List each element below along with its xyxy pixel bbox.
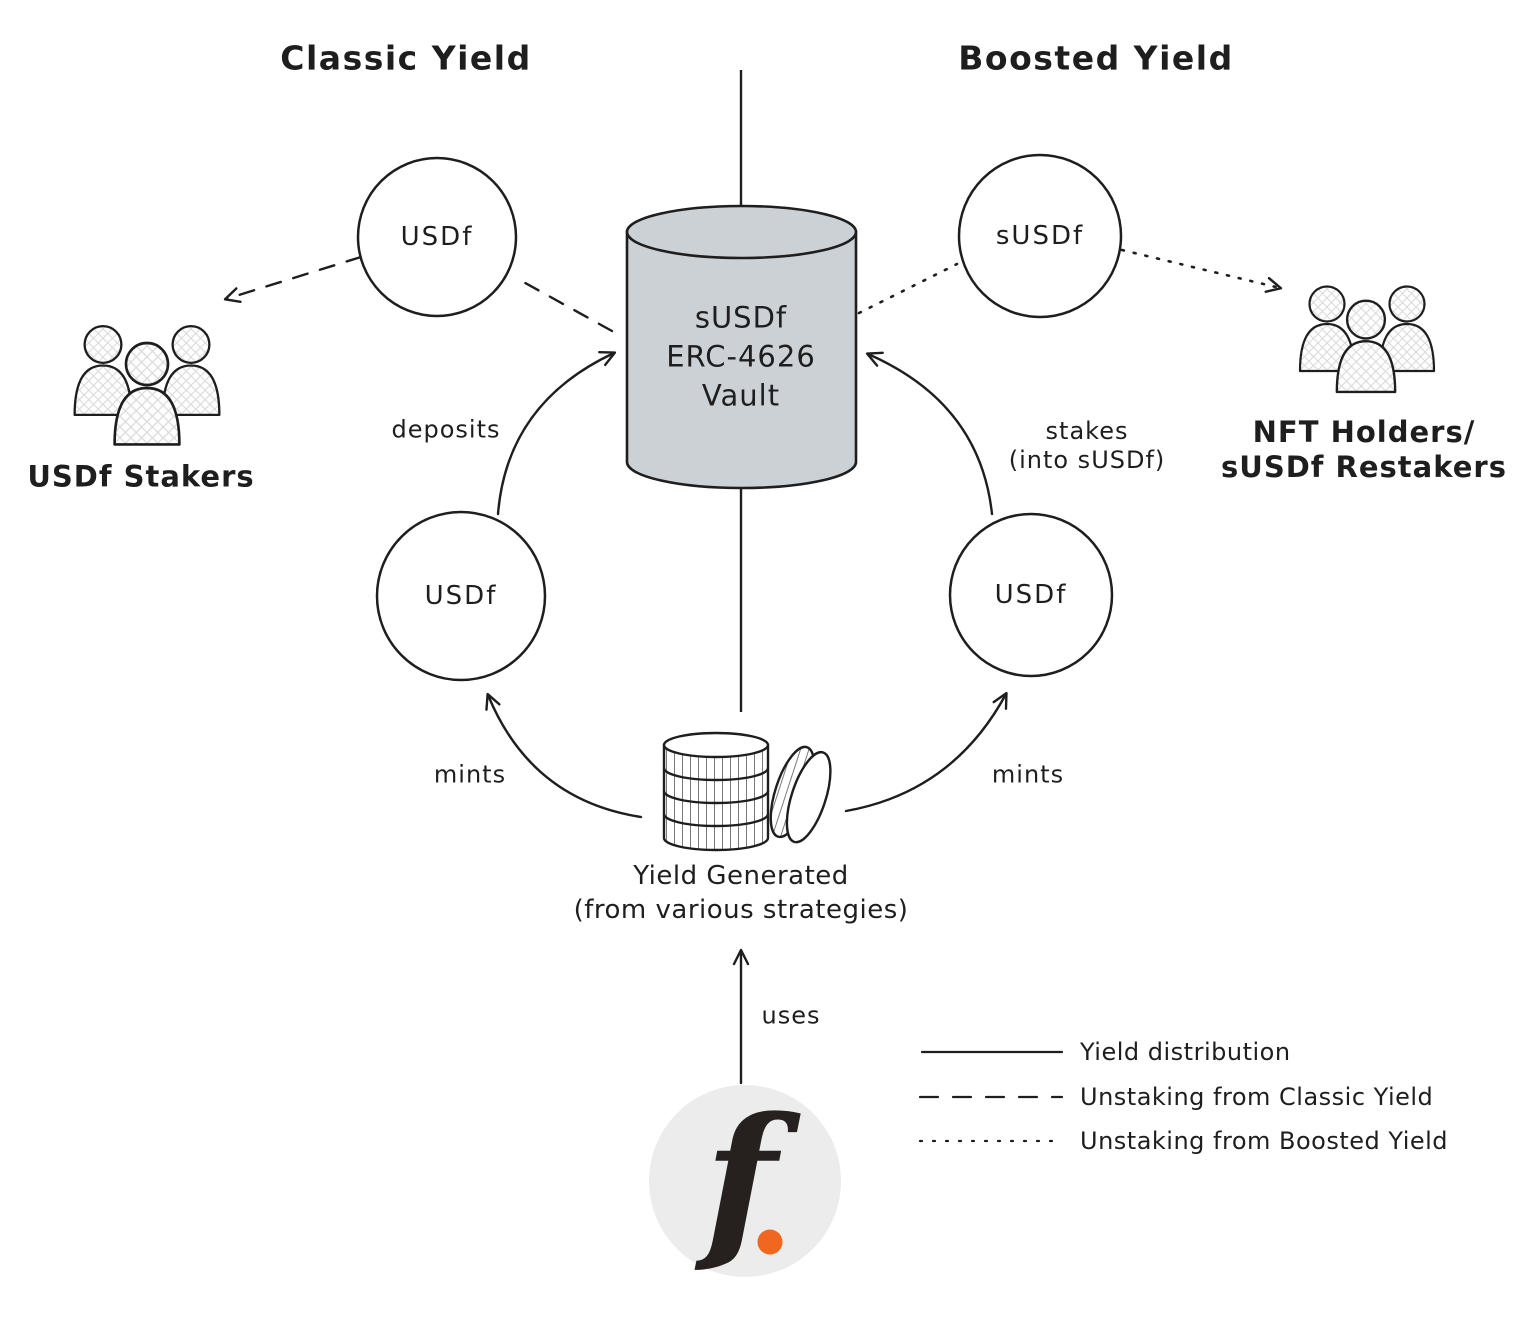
yield-generated-line2: (from various strategies) <box>573 895 909 925</box>
yield-generated-label: Yield Generated (from various strategies… <box>574 859 909 927</box>
token-label-bottom-left: USDf <box>424 581 498 611</box>
boosted-unstake-arrow <box>857 248 1283 315</box>
mints-left-label: mints <box>433 760 507 789</box>
stakers-group-icon <box>73 324 221 446</box>
mints-right-label: mints <box>991 760 1065 789</box>
stakes-label-line2: (into sUSDf) <box>1008 446 1166 474</box>
boosted-yield-title: Boosted Yield <box>958 38 1234 78</box>
stakes-label-line1: stakes <box>1045 417 1129 445</box>
mints-left-arrow <box>485 692 643 819</box>
token-label-bottom-right: USDf <box>994 580 1068 610</box>
token-label-top-right: sUSDf <box>995 221 1085 251</box>
legend-label-dotted: Unstaking from Boosted Yield <box>1080 1127 1449 1155</box>
vault-label: sUSDf ERC-4626 Vault <box>666 299 816 416</box>
deposits-arrow <box>496 350 617 516</box>
stakes-arrow <box>865 351 994 516</box>
logo-letter-f: f <box>704 1080 777 1278</box>
legend-line-samples <box>918 1050 1064 1143</box>
yield-distribution-arrows <box>485 350 1008 1085</box>
vault-label-line3: Vault <box>701 378 781 413</box>
leaning-coin <box>769 745 832 844</box>
stakes-label: stakes (into sUSDf) <box>1009 417 1166 475</box>
restakers-group-icon <box>1298 285 1436 394</box>
deposits-label: deposits <box>391 415 501 444</box>
classic-unstake-arrow <box>223 255 614 333</box>
stakers-label: USDf Stakers <box>27 459 255 494</box>
uses-label: uses <box>761 1001 821 1030</box>
token-label-top-left: USDf <box>400 222 474 252</box>
vault-label-line1: sUSDf <box>694 300 788 335</box>
restakers-label-line2: sUSDf Restakers <box>1221 450 1507 484</box>
restakers-label-line1: NFT Holders/ <box>1252 415 1476 449</box>
coins-icon <box>662 731 832 852</box>
mints-right-arrow <box>844 691 1008 813</box>
vault-label-line2: ERC-4626 <box>666 339 816 374</box>
restakers-label: NFT Holders/ sUSDf Restakers <box>1221 415 1507 485</box>
legend-label-solid: Yield distribution <box>1080 1038 1291 1066</box>
classic-yield-title: Classic Yield <box>280 38 532 78</box>
yield-generated-line1: Yield Generated <box>633 861 849 891</box>
legend-label-dashed: Unstaking from Classic Yield <box>1080 1083 1434 1111</box>
